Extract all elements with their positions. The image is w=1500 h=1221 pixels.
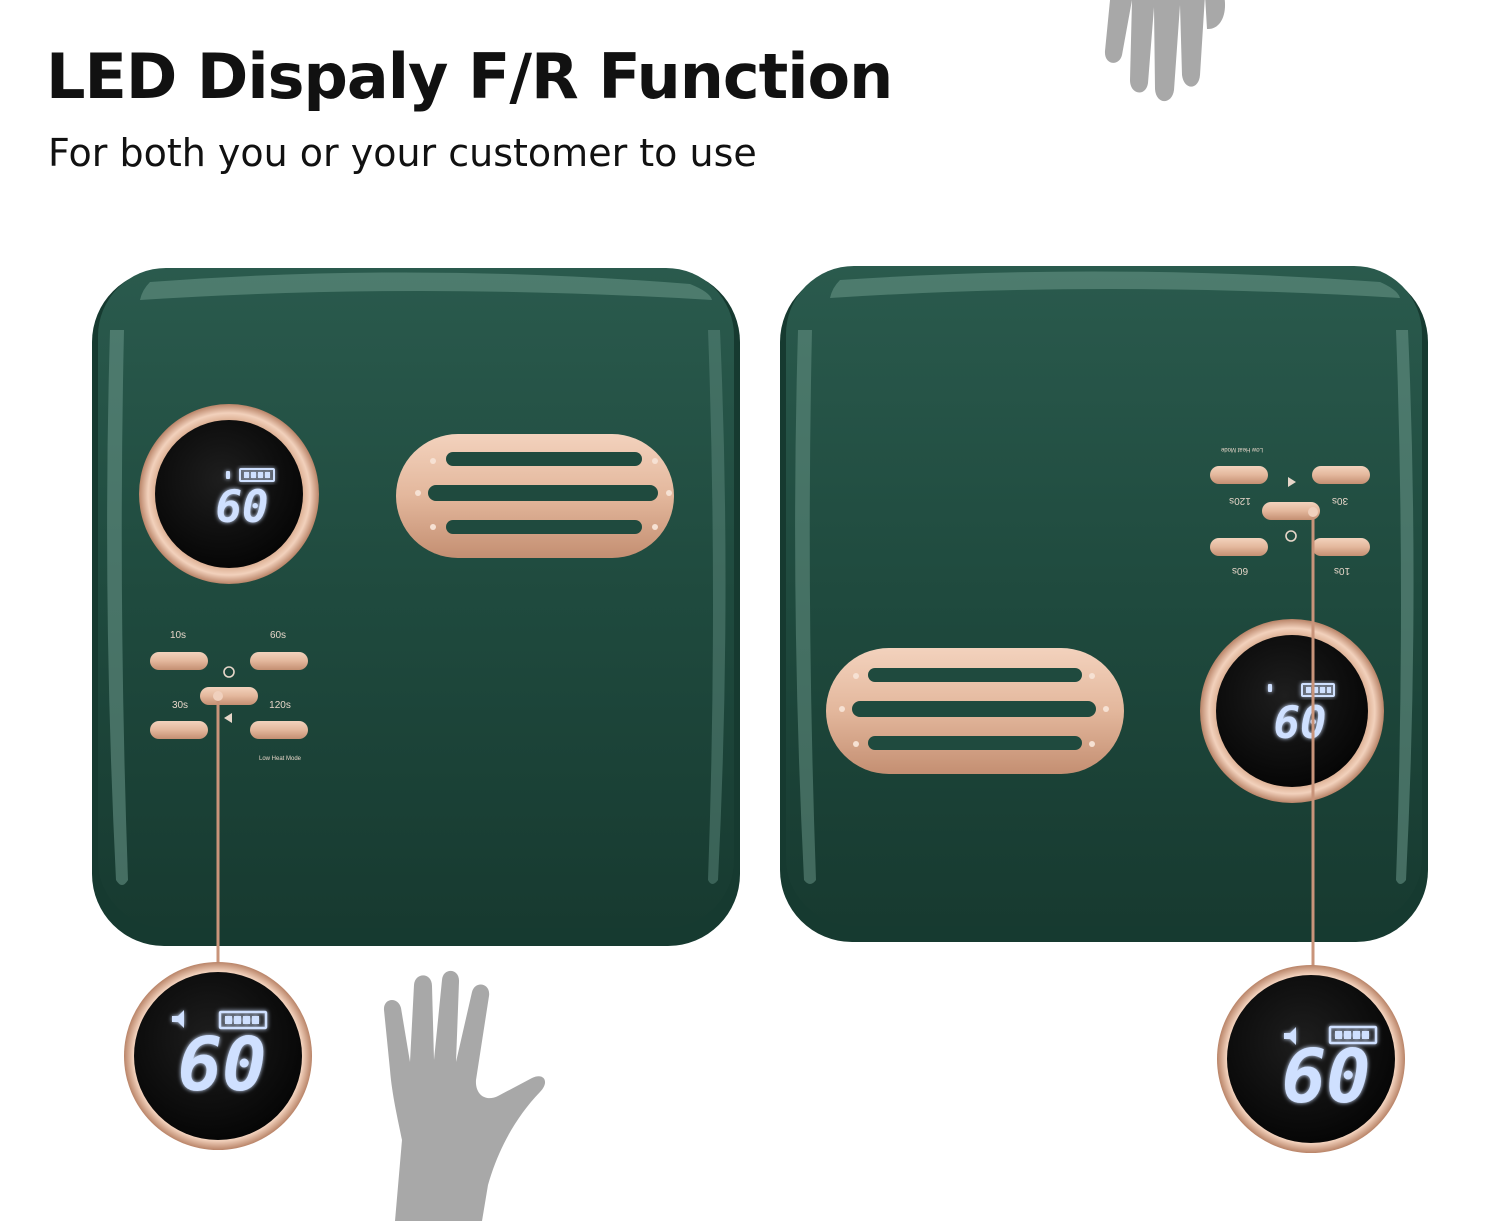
button-label: 30s bbox=[1332, 495, 1348, 506]
button-label: 120s bbox=[1229, 495, 1251, 506]
display-value: 60 bbox=[1274, 698, 1327, 749]
button-label: 60s bbox=[270, 630, 286, 641]
page-subtitle: For both you or your customer to use bbox=[48, 131, 757, 175]
speaker-icon bbox=[1268, 684, 1272, 692]
vent-grille bbox=[396, 434, 674, 558]
timer-button-30s[interactable] bbox=[1312, 466, 1370, 484]
power-icon bbox=[223, 666, 235, 678]
battery-icon bbox=[218, 1010, 268, 1030]
button-label: 10s bbox=[170, 630, 186, 641]
play-icon bbox=[224, 713, 232, 723]
hand-icon bbox=[383, 970, 546, 1221]
vent-grille bbox=[826, 648, 1124, 774]
led-display: 60 bbox=[1200, 619, 1384, 803]
button-label: 120s bbox=[269, 700, 291, 711]
zoom-display-value: 60 bbox=[177, 1022, 266, 1108]
mode-button[interactable] bbox=[200, 687, 258, 705]
callout-dot bbox=[213, 691, 223, 701]
power-icon bbox=[1285, 530, 1297, 542]
button-label: 60s bbox=[1232, 565, 1248, 576]
timer-button-panel: 10s 60s 30s 120s Low Heat Mode bbox=[150, 630, 308, 762]
timer-button-60s[interactable] bbox=[250, 652, 308, 670]
speaker-icon bbox=[172, 1010, 184, 1028]
play-icon bbox=[1288, 477, 1296, 487]
display-value: 60 bbox=[216, 482, 269, 533]
battery-icon bbox=[239, 468, 275, 482]
battery-icon bbox=[1328, 1025, 1378, 1045]
timer-button-10s[interactable] bbox=[1312, 538, 1370, 556]
battery-icon bbox=[1301, 683, 1335, 697]
speaker-icon bbox=[1284, 1027, 1296, 1045]
timer-button-60s[interactable] bbox=[1210, 538, 1268, 556]
led-display: 60 bbox=[139, 404, 319, 584]
zoom-display-left: 60 bbox=[124, 962, 312, 1150]
timer-button-120s[interactable] bbox=[250, 721, 308, 739]
button-label: 10s bbox=[1334, 565, 1350, 576]
page-title: LED Dispaly F/R Function bbox=[46, 40, 893, 113]
timer-button-30s[interactable] bbox=[150, 721, 208, 739]
mode-label: Low Heat Mode bbox=[1220, 446, 1263, 452]
zoom-display-right: 60 bbox=[1217, 965, 1405, 1153]
callout-dot bbox=[1308, 507, 1318, 517]
speaker-icon bbox=[226, 471, 230, 479]
mode-button[interactable] bbox=[1262, 502, 1320, 520]
timer-button-panel: Low Heat Mode 120s 30s 60s 10s bbox=[1210, 446, 1370, 576]
timer-button-10s[interactable] bbox=[150, 652, 208, 670]
zoom-display-value: 60 bbox=[1281, 1034, 1370, 1120]
left-device: 60 10s 60s 30s 120s Low Heat Mode bbox=[92, 268, 740, 946]
button-label: 30s bbox=[172, 700, 188, 711]
right-device: Low Heat Mode 120s 30s 60s 10s bbox=[780, 266, 1428, 942]
mode-label: Low Heat Mode bbox=[259, 756, 302, 762]
hand-icon bbox=[1104, 0, 1225, 102]
timer-button-120s[interactable] bbox=[1210, 466, 1268, 484]
